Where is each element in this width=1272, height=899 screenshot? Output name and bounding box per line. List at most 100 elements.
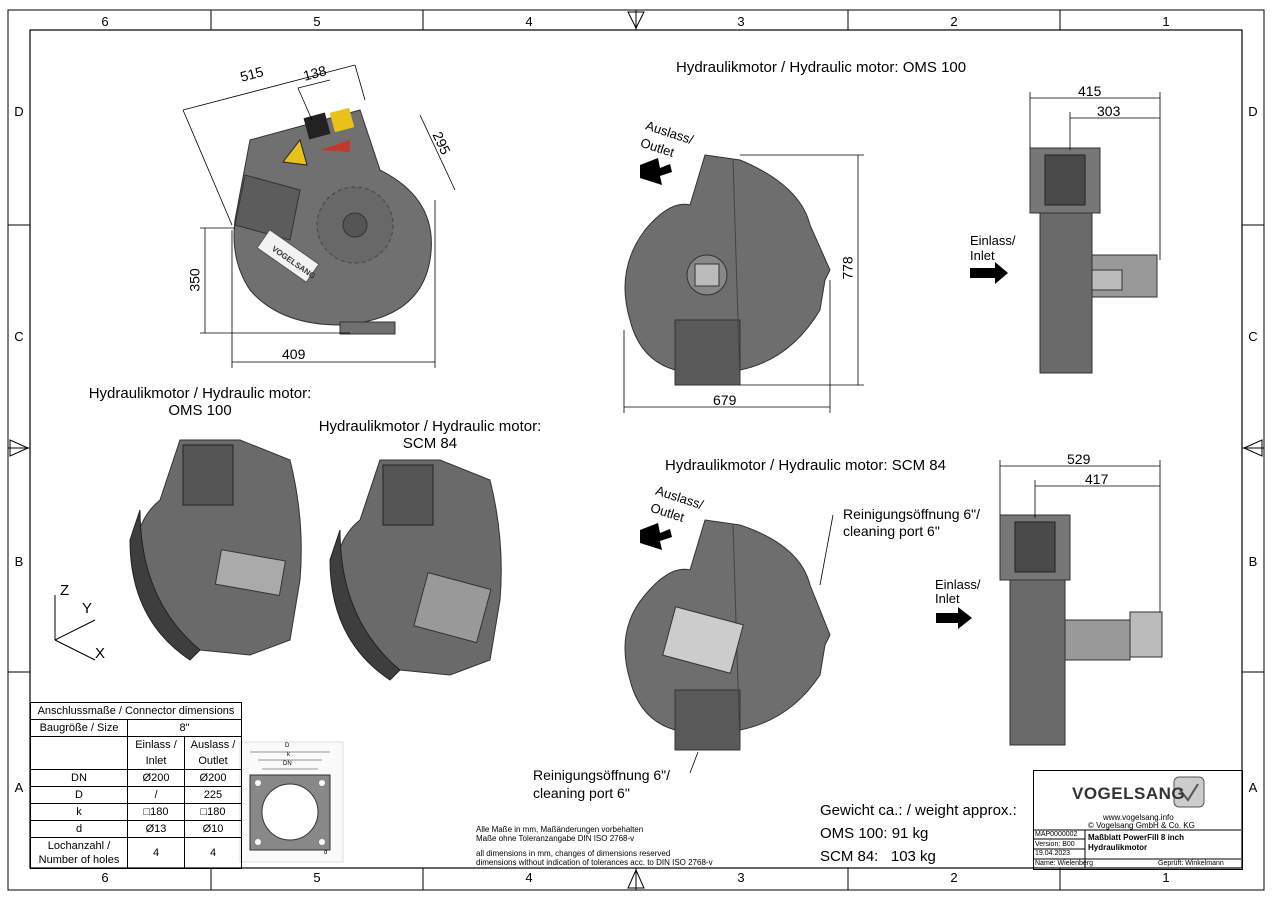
axis-x-label: X (95, 645, 106, 662)
row-inlet: Ø200 (127, 769, 185, 787)
title-block (1033, 770, 1243, 870)
zone-row-d-left: D (14, 104, 24, 119)
title-scm-mid: Hydraulikmotor / Hydraulic motor: SCM 84 (665, 457, 946, 474)
logo-icon (1173, 776, 1205, 808)
zone-col-6-bottom: 6 (101, 870, 109, 885)
dim-303: 303 (1097, 103, 1121, 119)
zone-col-3-top: 3 (737, 14, 745, 29)
dim-409: 409 (282, 346, 306, 362)
row-outlet: 225 (184, 786, 242, 804)
zone-row-a-right: A (1248, 780, 1258, 795)
zone-col-4-top: 4 (525, 14, 533, 29)
zone-col-1-top: 1 (1162, 14, 1170, 29)
holes-inlet: 4 (127, 837, 185, 869)
row-name: DN (30, 769, 128, 787)
zone-row-b-left: B (14, 554, 24, 569)
dim-778: 778 (839, 256, 856, 280)
size-label: Baugröße / Size (30, 719, 128, 737)
title-oms-top: Hydraulikmotor / Hydraulic motor: OMS 10… (676, 59, 967, 76)
zone-ticks (8, 10, 1264, 890)
zone-col-4-bottom: 4 (525, 870, 533, 885)
inlet-label-top-2: Inlet (970, 248, 995, 263)
title-iso-scm-line2: SCM 84 (402, 435, 458, 452)
zone-col-1-bottom: 1 (1162, 870, 1170, 885)
inlet-arrow-top (970, 262, 1008, 284)
zone-col-5-top: 5 (313, 14, 321, 29)
zone-row-c-left: C (14, 329, 24, 344)
table-row: k□180□180 (30, 803, 242, 821)
middle-right-dimensions (999, 460, 1161, 612)
table-title: Anschlussmaße / Connector dimensions (30, 702, 242, 720)
axis-z-label: Z (60, 582, 70, 599)
middle-side-view (624, 519, 831, 751)
dim-417: 417 (1085, 471, 1109, 487)
weight-title: Gewicht ca.: / weight approx.: (820, 802, 1017, 819)
row-name: d (30, 820, 128, 838)
doc-author: Name: Wielenberg (1035, 860, 1093, 867)
row-outlet: Ø10 (184, 820, 242, 838)
brand-copyright: © Vogelsang GmbH & Co. KG (1088, 821, 1195, 830)
row-inlet: Ø13 (127, 820, 185, 838)
zone-row-a-left: A (14, 780, 24, 795)
outlet-arrow-mid (640, 523, 672, 550)
dim-679: 679 (713, 392, 737, 408)
cleaning-port-right-2: cleaning port 6" (843, 523, 940, 539)
zone-col-5-bottom: 5 (313, 870, 321, 885)
col-inlet-1: Einlass / (127, 736, 185, 753)
doc-number: MAP0000002 (1035, 831, 1078, 838)
sheet-title-2: Hydraulikmotor (1088, 843, 1148, 852)
flange-label-d-outer: D (285, 743, 290, 749)
doc-date: 19.04.2023 (1035, 850, 1071, 857)
flange-label-k: k (287, 752, 290, 758)
zone-col-6-top: 6 (101, 14, 109, 29)
zone-col-3-bottom: 3 (737, 870, 745, 885)
top-left-dimensions (182, 64, 456, 368)
flange-label-d-hole: d (324, 850, 328, 856)
inlet-label-top-1: Einlass/ (970, 233, 1016, 248)
title-iso-scm-line1: Hydraulikmotor / Hydraulic motor: (318, 418, 542, 435)
titleblock-lines (1033, 829, 1241, 868)
leader-lines (689, 514, 834, 774)
weight-scm: SCM 84: 103 kg (820, 848, 936, 865)
cleaning-port-right-1: Reinigungsöffnung 6"/ (843, 506, 981, 522)
row-inlet: / (127, 786, 185, 804)
zone-row-b-right: B (1248, 554, 1258, 569)
logo-check (1179, 783, 1199, 802)
col-outlet-1: Auslass / (184, 736, 242, 753)
iso-oms-view (129, 439, 302, 661)
note-de-1: Alle Maße in mm, Maßänderungen vorbehalt… (476, 825, 644, 834)
dim-415: 415 (1078, 83, 1102, 99)
table-row: D/225 (30, 786, 242, 804)
holes-label-2: Number of holes (38, 854, 120, 866)
top-right-dimensions (1029, 92, 1161, 260)
doc-version: Version: B00 (1035, 841, 1075, 848)
top-right-view (1029, 147, 1158, 374)
weight-oms: OMS 100: 91 kg (820, 825, 929, 842)
doc-checked: Geprüft: Winkelmann (1158, 860, 1224, 867)
dim-529: 529 (1067, 451, 1091, 467)
inlet-arrow-mid (936, 607, 972, 629)
col-inlet-2: Inlet (127, 753, 185, 770)
top-left-view (233, 107, 432, 335)
zone-col-2-top: 2 (950, 14, 958, 29)
holes-label-1: Lochanzahl / (47, 840, 111, 852)
top-middle-view (624, 154, 831, 386)
sheet-title-1: Maßblatt PowerFill 8 inch (1088, 833, 1185, 842)
connector-dimensions-table: Anschlussmaße / Connector dimensions Bau… (30, 702, 242, 869)
inlet-label-mid-1: Einlass/ (935, 577, 981, 592)
holes-outlet: 4 (184, 837, 242, 869)
row-name: k (30, 803, 128, 821)
outlet-arrow-top (640, 158, 672, 185)
note-de-2: Maße ohne Toleranzangabe DIN ISO 2768-v (476, 834, 635, 843)
row-name: D (30, 786, 128, 804)
inlet-label-mid-2: Inlet (935, 591, 960, 606)
row-outlet: □180 (184, 803, 242, 821)
title-iso-oms-line1: Hydraulikmotor / Hydraulic motor: (88, 385, 312, 402)
title-iso-oms-line2: OMS 100 (168, 402, 232, 419)
zone-col-2-bottom: 2 (950, 870, 958, 885)
row-inlet: □180 (127, 803, 185, 821)
cleaning-port-left-1: Reinigungsöffnung 6"/ (533, 767, 671, 783)
